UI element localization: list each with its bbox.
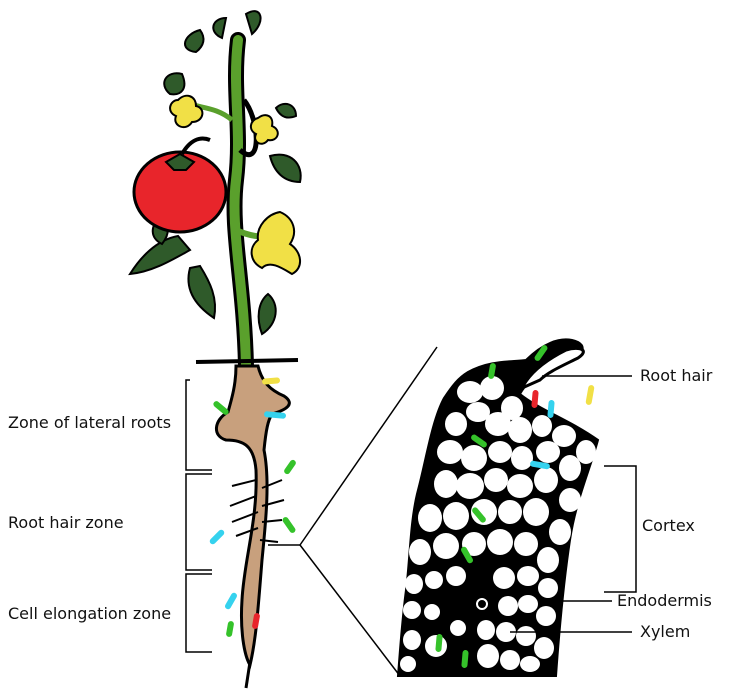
cell [488, 441, 512, 463]
label-root-hair-zone: Root hair zone [8, 513, 124, 532]
cell [477, 644, 499, 668]
cell [461, 445, 487, 471]
cell [446, 566, 466, 586]
label-root-hair: Root hair [640, 366, 712, 385]
cell [498, 500, 522, 524]
cell [424, 604, 440, 620]
label-xylem: Xylem [640, 622, 690, 641]
cell [418, 504, 442, 532]
cell [403, 630, 421, 650]
cell [536, 441, 560, 463]
label-cortex: Cortex [642, 516, 695, 535]
zone-brackets [186, 380, 212, 652]
cell [485, 412, 511, 436]
cell [516, 626, 536, 646]
cell [457, 381, 483, 403]
label-cell-elongation-zone: Cell elongation zone [8, 604, 171, 623]
cell [480, 376, 504, 400]
label-endodermis: Endodermis [617, 591, 712, 610]
cell [511, 446, 533, 470]
cell [514, 532, 538, 556]
soil-line [196, 360, 298, 362]
tomato-plant [130, 11, 301, 688]
cell [456, 473, 484, 499]
label-zone-lateral-roots: Zone of lateral roots [8, 413, 171, 432]
cell [443, 502, 469, 530]
cell [487, 529, 513, 555]
cell [405, 574, 423, 594]
cell [549, 519, 571, 545]
cell [517, 566, 539, 586]
cell [523, 498, 549, 526]
cell [537, 547, 559, 573]
cell [498, 596, 518, 616]
cell [559, 455, 581, 481]
cell [433, 533, 459, 559]
cell [538, 578, 558, 598]
cell [403, 601, 421, 619]
cell [434, 470, 458, 498]
cell [518, 595, 538, 613]
cell [559, 488, 581, 512]
cell [493, 567, 515, 589]
tomato [134, 139, 226, 232]
cell [520, 656, 540, 672]
cell [425, 571, 443, 589]
cell [445, 412, 467, 436]
cell [534, 467, 558, 493]
cell [507, 474, 533, 498]
cell [484, 468, 508, 492]
cell [409, 539, 431, 565]
cell [576, 440, 596, 464]
cell [500, 650, 520, 670]
cell [437, 440, 463, 464]
cell [477, 620, 495, 640]
cell [534, 637, 554, 659]
cell [532, 415, 552, 437]
cell [536, 606, 556, 626]
cell [400, 656, 416, 672]
cell [508, 417, 532, 443]
root-cross-section [398, 339, 598, 676]
